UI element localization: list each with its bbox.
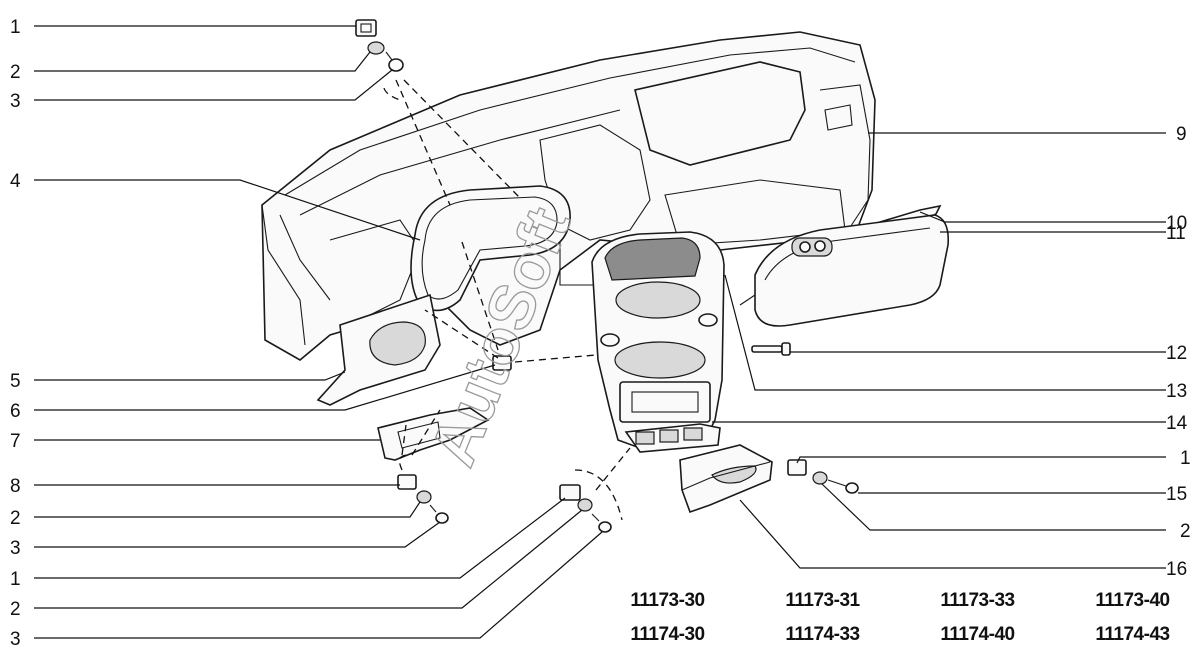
callout-15: 15 [1166, 484, 1187, 505]
callout-4: 4 [10, 171, 21, 192]
fastener-left [397, 474, 449, 524]
callout-13: 13 [1166, 381, 1187, 402]
callout-2-top: 2 [10, 62, 21, 83]
model-code: 11174-33 [785, 624, 860, 645]
part-16-box [679, 444, 773, 514]
model-code: 11174-30 [630, 624, 705, 645]
fastener-bottom [559, 484, 612, 533]
model-code: 11174-40 [940, 624, 1015, 645]
callout-2-bottom: 2 [10, 599, 21, 620]
callout-6: 6 [10, 401, 21, 422]
part-5-left-trim [316, 293, 441, 406]
part-7-lower-panel [377, 407, 490, 461]
callout-8: 8 [10, 476, 21, 497]
callout-2-right: 2 [1180, 521, 1191, 542]
callout-1-bottom: 1 [10, 569, 21, 590]
model-code: 11173-40 [1095, 590, 1170, 611]
callout-3-top: 3 [10, 91, 21, 112]
callouts-left: 1 2 3 4 5 6 7 8 2 3 1 2 3 [10, 17, 21, 650]
fastener-top [355, 19, 404, 72]
callout-16: 16 [1166, 559, 1187, 580]
callout-7: 7 [10, 431, 21, 452]
callout-11: 11 [1166, 223, 1186, 244]
leaders-right [712, 132, 1166, 569]
leaders-left [34, 25, 603, 639]
model-code-grid: 11173-30 11173-31 11173-33 11173-40 1117… [590, 590, 1190, 646]
callout-3-mid: 3 [10, 538, 21, 559]
callout-10: 10 [1166, 213, 1187, 234]
part-12-pin [751, 342, 791, 356]
model-code: 11173-33 [940, 590, 1015, 611]
callout-1-top: 1 [10, 17, 21, 38]
model-code: 11174-43 [1095, 624, 1170, 645]
callout-2-mid: 2 [10, 508, 21, 529]
part-6-clip [492, 355, 512, 371]
callout-12: 12 [1166, 343, 1187, 364]
model-code: 11173-31 [785, 590, 860, 611]
model-code: 11173-30 [630, 590, 705, 611]
part-11-glovebox-lid [739, 214, 950, 327]
center-console [591, 231, 725, 453]
callout-1-right: 1 [1180, 448, 1191, 469]
callout-5: 5 [10, 371, 21, 392]
fastener-right [787, 459, 859, 494]
callouts-right: 9 10 11 12 13 14 1 15 2 16 [1166, 124, 1191, 580]
callout-3-bottom: 3 [10, 629, 21, 650]
assembly-dashed-lines [383, 79, 631, 521]
callout-9: 9 [1176, 124, 1187, 145]
callout-14: 14 [1166, 413, 1188, 434]
